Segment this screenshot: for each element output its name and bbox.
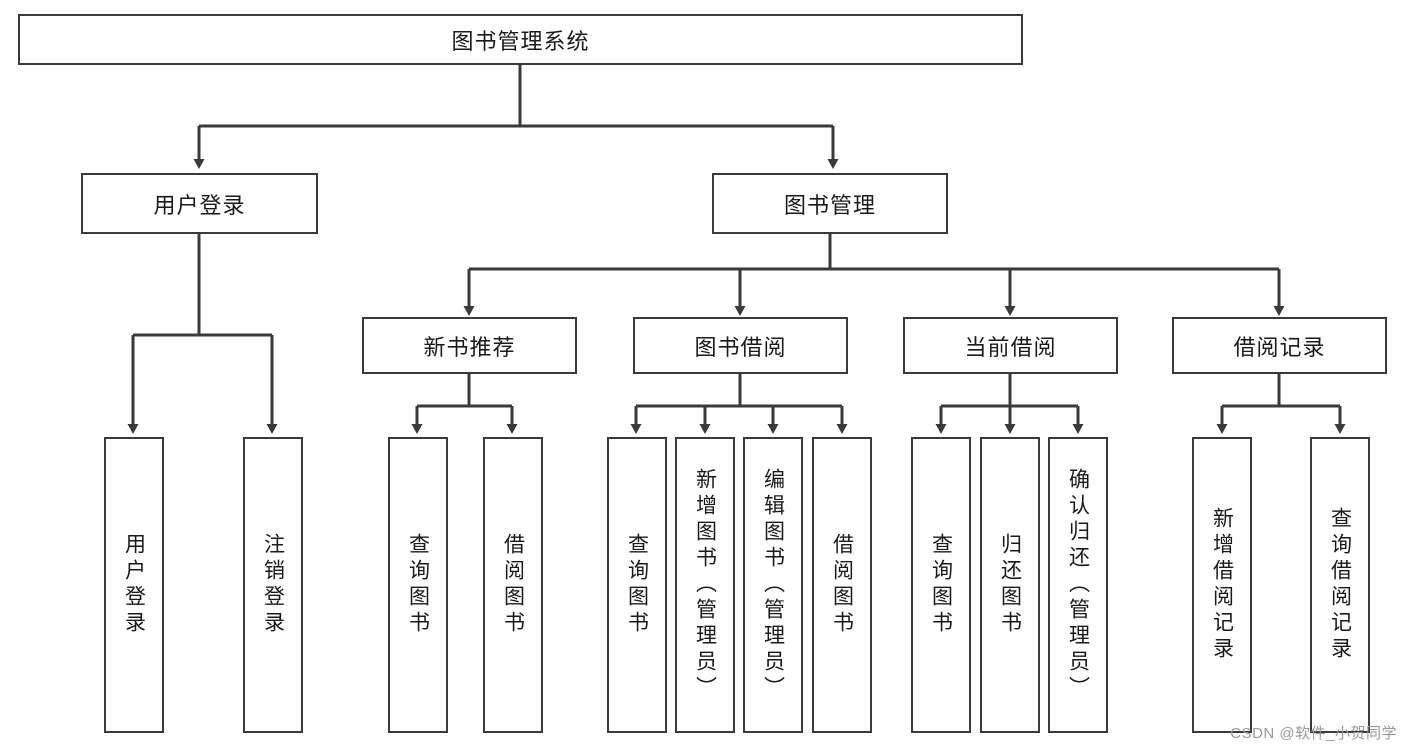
leaf-user-login-label: 用户登录 [122,533,146,637]
leaf-logout[interactable]: 注销登录 [243,437,303,733]
node-borrow-record[interactable]: 借阅记录 [1172,317,1387,374]
leaf-add-book[interactable]: 新增图书（管理员） [675,437,735,733]
leaf-query-record[interactable]: 查询借阅记录 [1310,437,1370,733]
leaf-user-login[interactable]: 用户登录 [104,437,164,733]
node-current-borrow[interactable]: 当前借阅 [903,317,1118,374]
leaf-confirm-return[interactable]: 确认归还（管理员） [1048,437,1108,733]
leaf-return-book-label: 归还图书 [998,533,1022,637]
leaf-return-book[interactable]: 归还图书 [980,437,1040,733]
leaf-borrow-book-2[interactable]: 借阅图书 [812,437,872,733]
leaf-add-record[interactable]: 新增借阅记录 [1192,437,1252,733]
leaf-borrow-book-1[interactable]: 借阅图书 [483,437,543,733]
leaf-query-book-1-label: 查询图书 [406,533,430,637]
leaf-query-book-2[interactable]: 查询图书 [607,437,667,733]
leaf-query-book-3[interactable]: 查询图书 [911,437,971,733]
node-book-borrow-label: 图书借阅 [694,334,787,360]
leaf-query-record-label: 查询借阅记录 [1328,507,1352,663]
leaf-confirm-return-label: 确认归还（管理员） [1066,468,1090,702]
leaf-borrow-book-1-label: 借阅图书 [501,533,525,637]
node-root[interactable]: 图书管理系统 [18,14,1023,65]
watermark-text: CSDN @软件_小贺同学 [1230,725,1397,742]
leaf-query-book-2-label: 查询图书 [625,533,649,637]
leaf-edit-book[interactable]: 编辑图书（管理员） [743,437,803,733]
node-new-book-recommend[interactable]: 新书推荐 [362,317,577,374]
node-user-login[interactable]: 用户登录 [81,173,318,234]
node-book-borrow[interactable]: 图书借阅 [633,317,848,374]
leaf-add-record-label: 新增借阅记录 [1210,507,1234,663]
node-user-login-label: 用户登录 [153,192,246,218]
leaf-logout-label: 注销登录 [261,533,285,637]
leaf-add-book-label: 新增图书（管理员） [693,468,717,702]
leaf-query-book-1[interactable]: 查询图书 [388,437,448,733]
leaf-borrow-book-2-label: 借阅图书 [830,533,854,637]
node-new-book-recommend-label: 新书推荐 [423,334,516,360]
node-book-management-label: 图书管理 [783,192,876,218]
node-root-label: 图书管理系统 [451,28,590,54]
node-borrow-record-label: 借阅记录 [1233,334,1326,360]
node-book-management[interactable]: 图书管理 [712,173,948,234]
leaf-edit-book-label: 编辑图书（管理员） [761,468,785,702]
node-current-borrow-label: 当前借阅 [964,334,1057,360]
leaf-query-book-3-label: 查询图书 [929,533,953,637]
